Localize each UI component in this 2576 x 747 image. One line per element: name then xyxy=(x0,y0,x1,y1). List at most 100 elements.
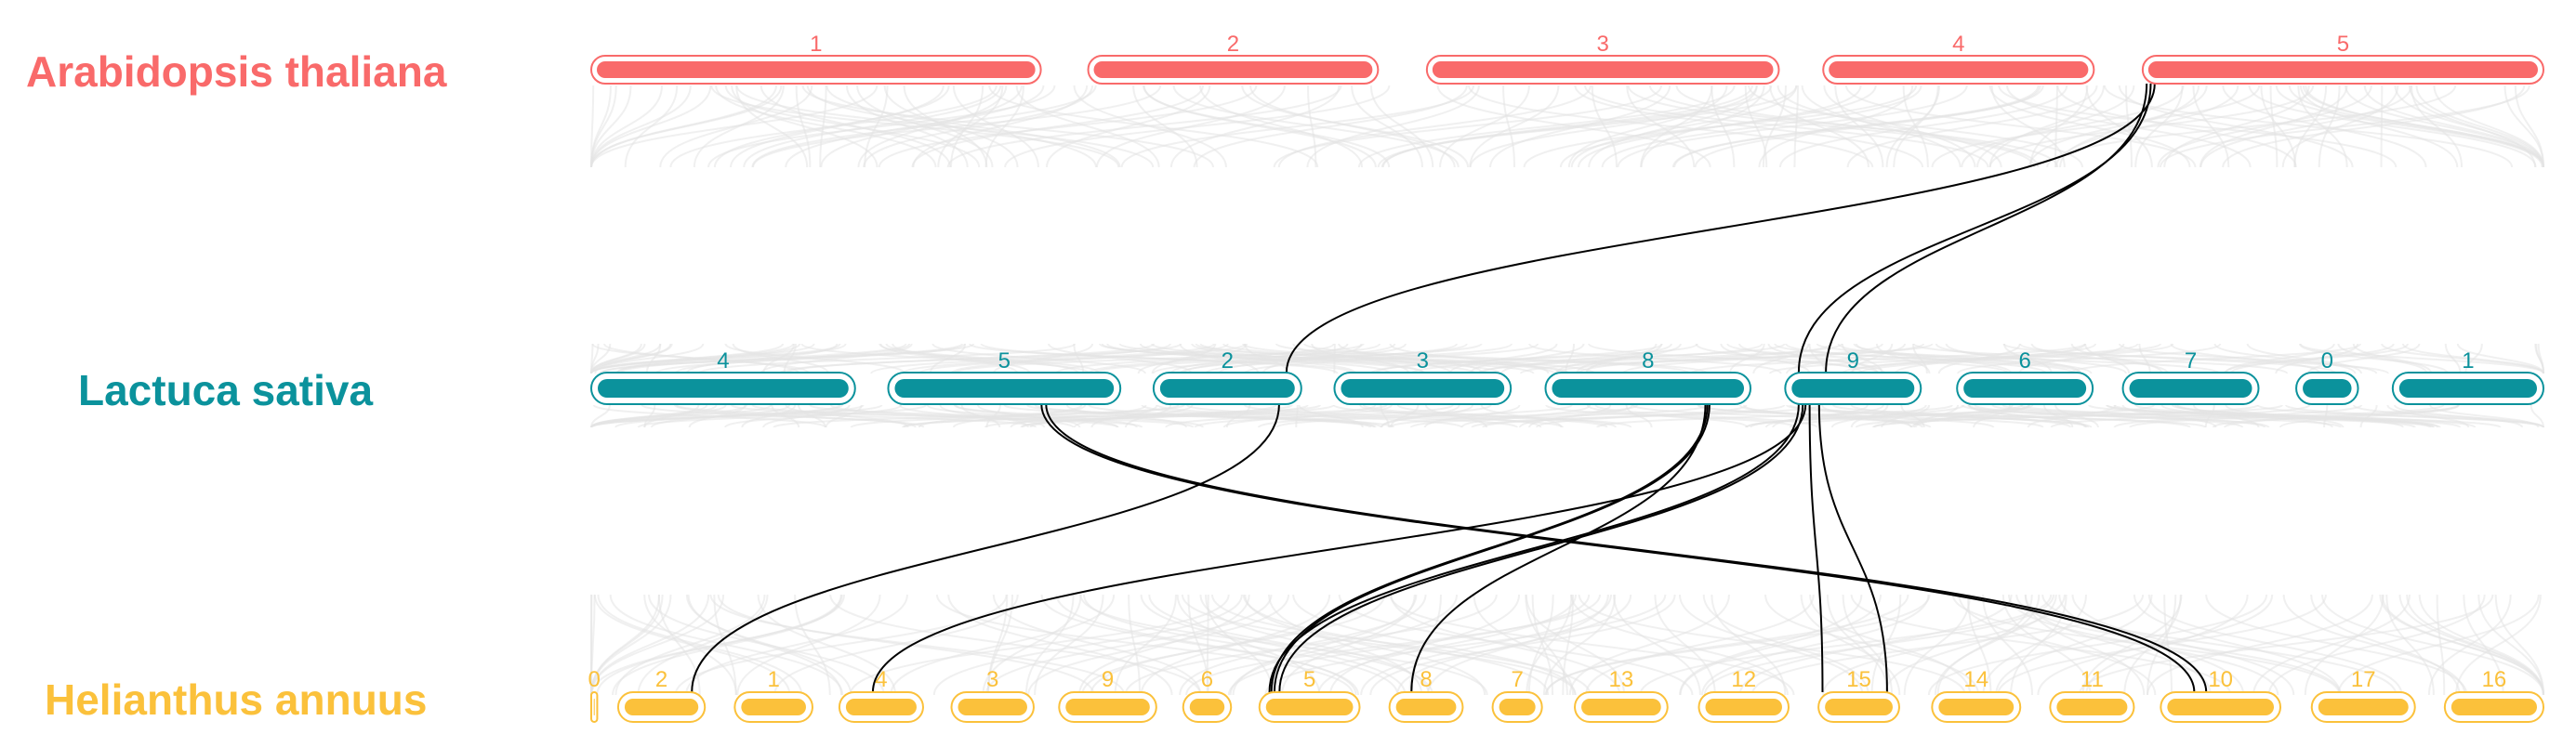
background-link xyxy=(684,594,908,696)
background-link xyxy=(1585,594,1815,696)
chromosome-label: 16 xyxy=(2482,667,2507,692)
background-link xyxy=(1128,594,1141,696)
background-link xyxy=(590,85,632,168)
chromosome-lactuca-8: 8 xyxy=(1544,348,1752,405)
background-link xyxy=(2363,85,2544,168)
background-link xyxy=(1568,594,1730,696)
background-link xyxy=(952,85,1039,168)
chromosome-helianthus-12: 12 xyxy=(1698,667,1790,723)
background-link xyxy=(1945,343,2082,374)
background-link xyxy=(2252,594,2411,696)
background-link xyxy=(1640,85,1765,168)
chromosome-helianthus-16: 16 xyxy=(2443,667,2545,723)
background-link xyxy=(1961,85,2185,168)
background-link xyxy=(952,343,1365,374)
background-link xyxy=(2147,594,2373,696)
chromosome-label: 2 xyxy=(1222,348,1234,374)
chromosome-bar xyxy=(894,379,1115,398)
background-link xyxy=(2385,594,2435,696)
chromosome-bar xyxy=(1341,379,1505,398)
background-link xyxy=(1244,404,1564,428)
chromosome-bar xyxy=(1963,379,2087,398)
background-link xyxy=(1679,594,1863,696)
chromosome-helianthus-14: 14 xyxy=(1931,667,2022,723)
chromosome-bar xyxy=(1581,699,1661,715)
background-link xyxy=(1087,343,1380,374)
background-link xyxy=(1277,85,1592,168)
background-link xyxy=(1613,594,1701,696)
background-link xyxy=(1143,85,1377,168)
chromosome-label: 4 xyxy=(1952,32,1964,57)
background-link xyxy=(1702,594,1869,696)
background-link xyxy=(1143,85,1391,168)
background-link xyxy=(590,343,662,374)
chromosome-bar xyxy=(2129,379,2252,398)
chromosome-label: 11 xyxy=(2081,667,2104,692)
background-link xyxy=(1570,85,1798,168)
chromosome-label: 13 xyxy=(1609,667,1634,692)
highlight-link xyxy=(1285,83,2156,374)
background-link xyxy=(1480,404,1563,428)
background-link xyxy=(2352,343,2433,374)
background-link xyxy=(1893,85,1939,168)
chromosome-helianthus-5: 5 xyxy=(1258,667,1361,723)
background-link xyxy=(1410,343,1786,374)
background-link xyxy=(1081,594,1386,696)
background-link xyxy=(2205,594,2468,696)
chromosome-label: 17 xyxy=(2351,667,2376,692)
background-link xyxy=(2002,343,2389,374)
background-link xyxy=(614,404,843,428)
background-link xyxy=(1082,594,1399,696)
background-link xyxy=(1809,594,1972,696)
chromosome-label: 1 xyxy=(810,32,822,57)
background-link xyxy=(2455,594,2542,696)
background-link xyxy=(2415,85,2544,168)
background-link xyxy=(1625,404,1653,428)
background-link xyxy=(1785,343,2047,374)
background-link xyxy=(590,85,777,168)
background-link xyxy=(2305,85,2544,168)
background-link xyxy=(1531,594,1554,696)
chromosome-bar xyxy=(1791,379,1915,398)
background-link xyxy=(2282,594,2466,696)
background-link xyxy=(2019,404,2432,428)
chromosome-helianthus-4: 4 xyxy=(838,667,924,723)
background-link xyxy=(2030,343,2169,374)
background-link xyxy=(1627,85,2036,168)
background-link xyxy=(992,343,1094,374)
background-link xyxy=(1837,343,2082,374)
chromosome-bar xyxy=(1499,699,1536,715)
chromosome-bar xyxy=(1705,699,1782,715)
species-label-helianthus: Helianthus annuus xyxy=(45,675,427,724)
background-link xyxy=(1181,594,1577,696)
chromosome-helianthus-0: 0 xyxy=(588,667,601,723)
chromosome-bar xyxy=(2167,699,2274,715)
background-link xyxy=(2279,404,2460,428)
chromosome-bar xyxy=(1825,699,1893,715)
chromosome-lactuca-9: 9 xyxy=(1784,348,1922,405)
chromosome-bar xyxy=(958,699,1027,715)
chromosome-label: 14 xyxy=(1963,667,1988,692)
background-link xyxy=(1439,85,1530,168)
chromosome-bar xyxy=(1552,379,1745,398)
background-link xyxy=(1958,594,2157,696)
background-link xyxy=(1850,594,2232,696)
background-link xyxy=(1140,594,1407,696)
chromosome-bar xyxy=(1395,699,1457,715)
background-link xyxy=(597,594,803,696)
background-links xyxy=(590,85,2544,696)
chromosome-label: 5 xyxy=(2337,32,2349,57)
background-link xyxy=(1195,343,1555,374)
background-link xyxy=(743,85,1002,168)
background-link xyxy=(937,85,1004,168)
chromosome-lactuca-6: 6 xyxy=(1956,348,2094,405)
background-link xyxy=(1703,594,2054,696)
background-link xyxy=(709,594,1126,696)
background-link xyxy=(2133,594,2342,696)
chromosome-label: 3 xyxy=(1417,348,1429,374)
background-link xyxy=(1469,85,1758,168)
background-link xyxy=(1241,85,1470,168)
background-link xyxy=(590,594,596,696)
background-link xyxy=(614,594,766,696)
background-link xyxy=(1054,343,1335,374)
